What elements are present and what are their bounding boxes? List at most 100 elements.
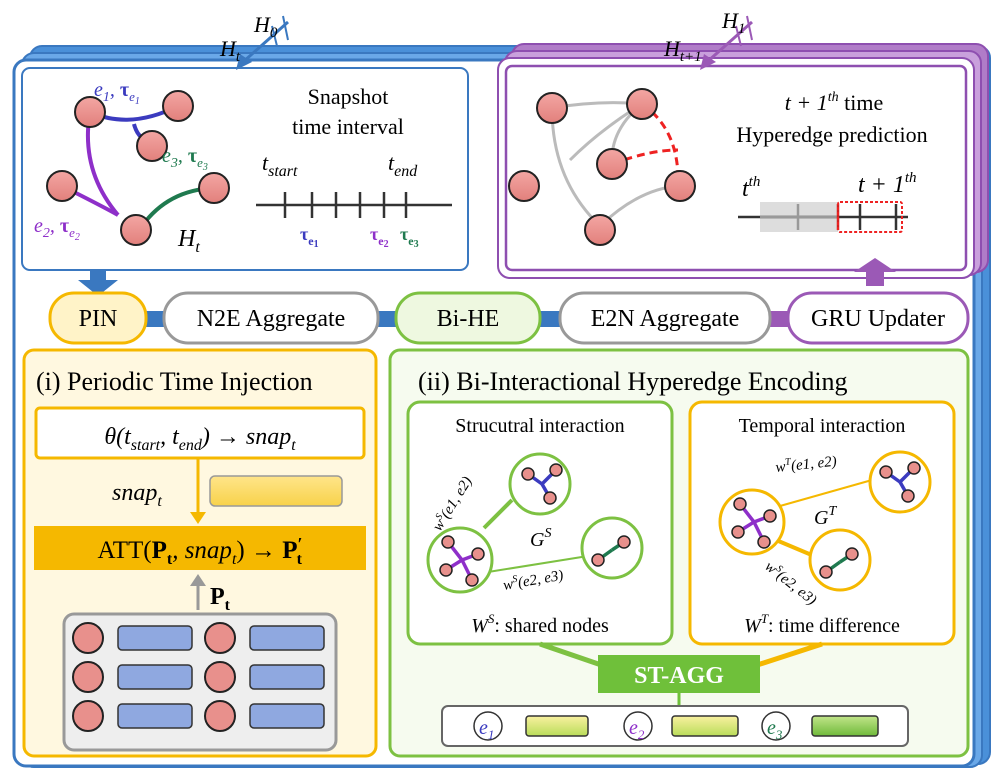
embedding-chip [249, 703, 325, 729]
pred-title-1: t + 1th time [785, 90, 883, 115]
st-agg-label: ST-AGG [634, 663, 724, 689]
st-agg-box [598, 655, 760, 693]
node [439, 563, 453, 577]
t-end-label: tend [388, 150, 418, 180]
bihe-label: Bi-HE [437, 306, 500, 332]
node [543, 491, 557, 505]
embedding-chip [117, 625, 193, 651]
e2n-node [558, 291, 772, 345]
ws-caption: WS: shared nodes [471, 611, 609, 637]
node [763, 509, 777, 523]
snapshot-timeline: Snapshot time interval tstart tend τe1 τ… [256, 84, 452, 250]
prediction-graph: t + 1th time Hyperedge prediction tth t … [508, 88, 928, 246]
tau-e2: τe2 [370, 224, 389, 250]
theta-formula: θ(tstart, tend) → snapt [104, 424, 296, 454]
node [626, 88, 658, 120]
node [733, 497, 747, 511]
node [471, 547, 485, 561]
pin-label: PIN [79, 306, 118, 332]
node [731, 525, 745, 539]
ws-e2e3-label: wS(e2, e3) [502, 566, 565, 594]
ht-h0-header: H0 Ht [219, 12, 289, 70]
out-e2-label: e2 [629, 717, 645, 742]
node [74, 96, 106, 128]
node [617, 535, 631, 549]
embedding-chip [249, 664, 325, 690]
node [536, 92, 568, 124]
node [46, 170, 78, 202]
att-formula: ATT(Pt, snapt) → P′t [97, 534, 302, 568]
out-e1-vector [525, 715, 589, 737]
temporal-title: Temporal interaction [739, 415, 906, 437]
bihe-node [394, 291, 542, 345]
tau-e3: τe3 [400, 224, 419, 250]
att-box [34, 526, 366, 570]
purple-stack [497, 43, 989, 279]
pti-title: (i) Periodic Time Injection [36, 367, 313, 396]
n2e-node [162, 291, 380, 345]
out-e2-vector [671, 715, 739, 737]
node [441, 535, 455, 549]
node [120, 214, 152, 246]
node [584, 214, 616, 246]
tau-e1: τe1 [300, 224, 319, 250]
gru-node [786, 291, 970, 345]
node [204, 622, 236, 654]
wt-e1e2-label: wT(e1, e2) [775, 452, 838, 476]
hypergraph-ht: e1, τe1 e3, τe3 e2, τe2 Ht [34, 79, 230, 256]
t1th-label: t + 1th [858, 170, 917, 198]
node [204, 661, 236, 693]
node [819, 565, 833, 579]
t-start-label: tstart [262, 150, 298, 180]
node [907, 461, 921, 475]
e2-label: e2, τe2 [34, 215, 80, 243]
structural-title: Strucutral interaction [455, 415, 624, 437]
node [72, 622, 104, 654]
ht1-label: Ht+1 [663, 36, 702, 65]
pipeline: PIN N2E Aggregate Bi-HE E2N Aggregate GR… [48, 291, 970, 345]
bihe-title: (ii) Bi-Interactional Hyperedge Encoding [418, 367, 848, 396]
node [879, 465, 893, 479]
node [521, 467, 535, 481]
node [136, 130, 168, 162]
gt-label: GT [814, 504, 837, 529]
embedding-chip [249, 625, 325, 651]
e2n-label: E2N Aggregate [591, 306, 740, 332]
structural-box [406, 400, 674, 646]
pti-panel: (i) Periodic Time Injection θ(tstart, te… [22, 348, 378, 758]
embedding-chip [117, 664, 193, 690]
snap-embedding [209, 475, 343, 507]
node [72, 661, 104, 693]
node [664, 170, 696, 202]
arrow-to-pin [78, 270, 118, 296]
pt-rows [72, 622, 325, 732]
e1-label: e1, τe1 [94, 79, 140, 107]
out-e1-label: e1 [479, 717, 494, 742]
snapshot-title-2: time interval [292, 114, 404, 139]
node [162, 90, 194, 122]
pt-label: Pt [210, 584, 231, 614]
node [596, 148, 628, 180]
node [757, 535, 771, 549]
bihe-panel: (ii) Bi-Interactional Hyperedge Encoding… [388, 348, 970, 758]
ht-label: Ht [219, 36, 241, 65]
node [591, 553, 605, 567]
node [72, 700, 104, 732]
node [901, 489, 915, 503]
wt-caption: WT: time difference [744, 611, 900, 637]
out-e3-vector [811, 715, 879, 737]
node [198, 172, 230, 204]
node [465, 573, 479, 587]
node [549, 463, 563, 477]
gru-label: GRU Updater [811, 306, 945, 332]
pin-node [48, 291, 148, 345]
ht-graph-label: Ht [177, 226, 200, 256]
embedding-chip [117, 703, 193, 729]
n2e-label: N2E Aggregate [197, 306, 346, 332]
h0-label: H0 [253, 12, 278, 41]
gs-label: GS [530, 526, 551, 551]
out-e3-label: e3 [767, 717, 783, 742]
h1-label: H1 [721, 8, 745, 37]
snapshot-title-1: Snapshot [308, 84, 389, 109]
